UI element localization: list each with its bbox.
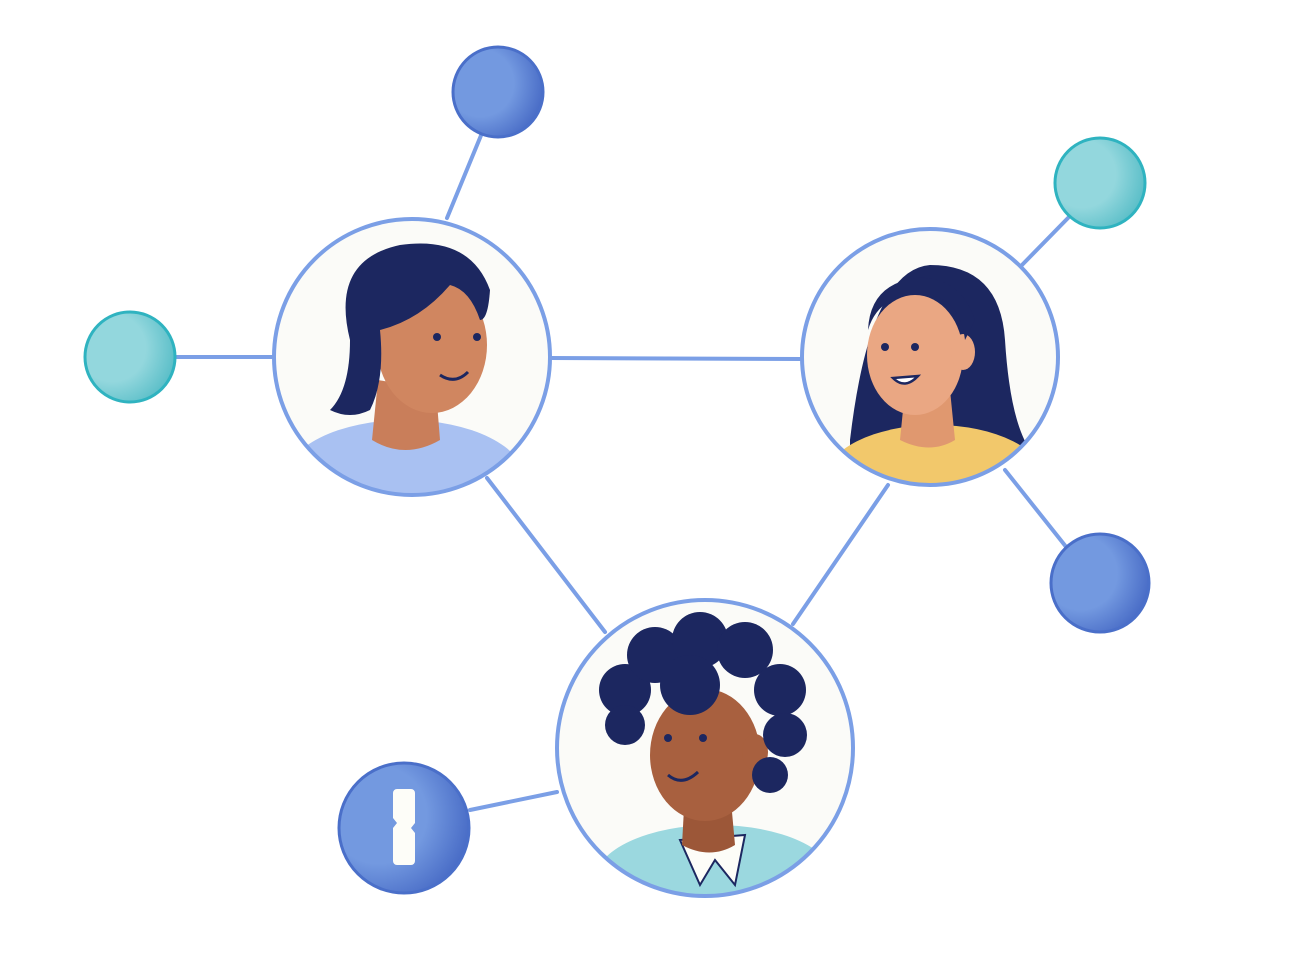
blue-node (1049, 532, 1151, 634)
teal-node (1053, 136, 1147, 230)
edge (791, 483, 890, 626)
1password-logo-node (337, 761, 471, 895)
edge (445, 131, 484, 220)
connection-lines (174, 131, 1070, 812)
teal-node (83, 310, 177, 404)
edge (548, 356, 804, 361)
person-avatar-woman (800, 227, 1060, 487)
edge (1003, 468, 1069, 550)
edge (468, 790, 559, 812)
keyhole-icon (393, 789, 415, 865)
person-avatar-man-long-hair (272, 217, 552, 497)
blue-node (451, 45, 545, 139)
person-avatar-man-curly-hair (555, 598, 855, 898)
edge (485, 476, 607, 634)
edge (1020, 216, 1070, 267)
